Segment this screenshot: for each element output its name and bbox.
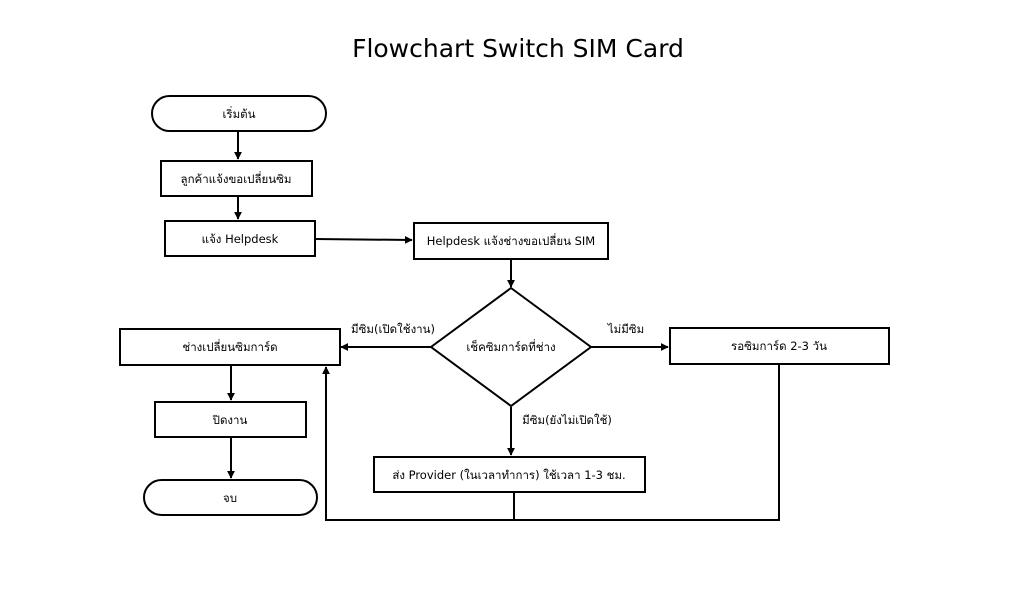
node-notify-helpdesk: แจ้ง Helpdesk xyxy=(164,220,316,257)
wait-sim-box xyxy=(669,327,890,365)
start-terminal xyxy=(151,95,327,132)
close-job-box xyxy=(154,401,307,438)
node-end: จบ xyxy=(143,479,318,516)
node-helpdesk-notify-tech: Helpdesk แจ้งช่างขอเปลี่ยน SIM xyxy=(413,222,609,260)
tech-change-sim-box xyxy=(119,328,341,366)
node-tech-change-sim: ช่างเปลี่ยนซิมการ์ด xyxy=(119,328,341,366)
edge-label-has-sim-inactive: มีซิม(ยังไม่เปิดใช้) xyxy=(522,413,612,427)
end-label: จบ xyxy=(223,491,237,505)
send-provider-box xyxy=(373,456,646,493)
wait-sim-label: รอซิมการ์ด 2-3 วัน xyxy=(731,339,827,353)
notify-helpdesk-box xyxy=(164,220,316,257)
node-check-sim: เช็คซิมการ์ดที่ช่าง xyxy=(429,286,593,408)
send-provider-label: ส่ง Provider (ในเวลาทำการ) ใช้เวลา 1-3 ช… xyxy=(392,468,625,482)
node-wait-sim: รอซิมการ์ด 2-3 วัน xyxy=(669,327,890,365)
node-send-provider: ส่ง Provider (ในเวลาทำการ) ใช้เวลา 1-3 ช… xyxy=(373,456,646,493)
close-job-label: ปิดงาน xyxy=(212,413,248,427)
start-label: เริ่มต้น xyxy=(222,106,255,121)
customer-request-label: ลูกค้าแจ้งขอเปลี่ยนซิม xyxy=(181,171,292,186)
notify-helpdesk-label: แจ้ง Helpdesk xyxy=(202,232,279,246)
helpdesk-notify-tech-label: Helpdesk แจ้งช่างขอเปลี่ยน SIM xyxy=(427,233,595,248)
arrow-wait-to-change xyxy=(322,364,780,521)
arrow-notify-to-helpdesk xyxy=(314,235,413,244)
diagram-title: Flowchart Switch SIM Card xyxy=(352,34,684,63)
node-start: เริ่มต้น xyxy=(151,95,327,132)
node-customer-request: ลูกค้าแจ้งขอเปลี่ยนซิม xyxy=(160,160,313,197)
node-close-job: ปิดงาน xyxy=(154,401,307,438)
connectors xyxy=(227,131,780,521)
check-sim-label: เช็คซิมการ์ดที่ช่าง xyxy=(466,339,555,354)
customer-request-box xyxy=(160,160,313,197)
end-terminal xyxy=(143,479,318,516)
helpdesk-notify-tech-box xyxy=(413,222,609,260)
check-sim-decision xyxy=(429,286,593,408)
tech-change-sim-label: ช่างเปลี่ยนซิมการ์ด xyxy=(182,339,277,354)
edge-label-no-sim: ไม่มีซิม xyxy=(607,322,644,336)
edge-label-has-sim-active: มีซิม(เปิดใช้งาน) xyxy=(351,322,435,336)
